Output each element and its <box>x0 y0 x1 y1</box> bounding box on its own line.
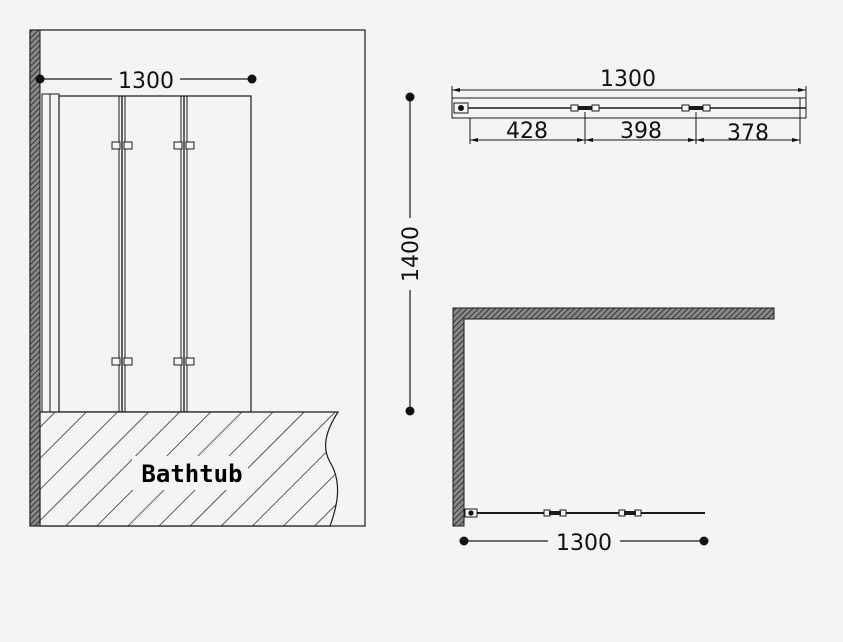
top-total-label: 1300 <box>600 67 656 92</box>
hinge <box>543 509 567 517</box>
segment-label: 398 <box>620 119 662 144</box>
hinge <box>173 141 195 150</box>
plan-width-dimension: 1300 <box>459 531 709 556</box>
plan-width-label: 1300 <box>556 531 612 556</box>
hinge <box>173 357 195 366</box>
front-view: 1300 Bathtub <box>29 29 366 527</box>
height-dimension: 1400 <box>399 92 424 416</box>
hinge <box>570 104 600 112</box>
top-total-dimension: 1300 <box>451 67 807 100</box>
bathtub: Bathtub <box>39 411 340 527</box>
top-segment-dimensions: 428 398 378 <box>469 112 801 146</box>
plan-view: 1300 <box>452 307 775 556</box>
front-width-dimension: 1300 <box>35 69 257 94</box>
segment-label: 428 <box>506 119 548 144</box>
wall <box>29 29 41 527</box>
front-width-label: 1300 <box>118 69 174 94</box>
segment-label: 378 <box>727 121 769 146</box>
top-view: 1300 428 <box>451 67 807 146</box>
hinge <box>618 509 642 517</box>
plan-wall <box>452 307 775 527</box>
height-label: 1400 <box>399 226 424 282</box>
hinge <box>111 141 133 150</box>
hinge <box>681 104 711 112</box>
hinge <box>111 357 133 366</box>
bathtub-label: Bathtub <box>141 460 242 488</box>
